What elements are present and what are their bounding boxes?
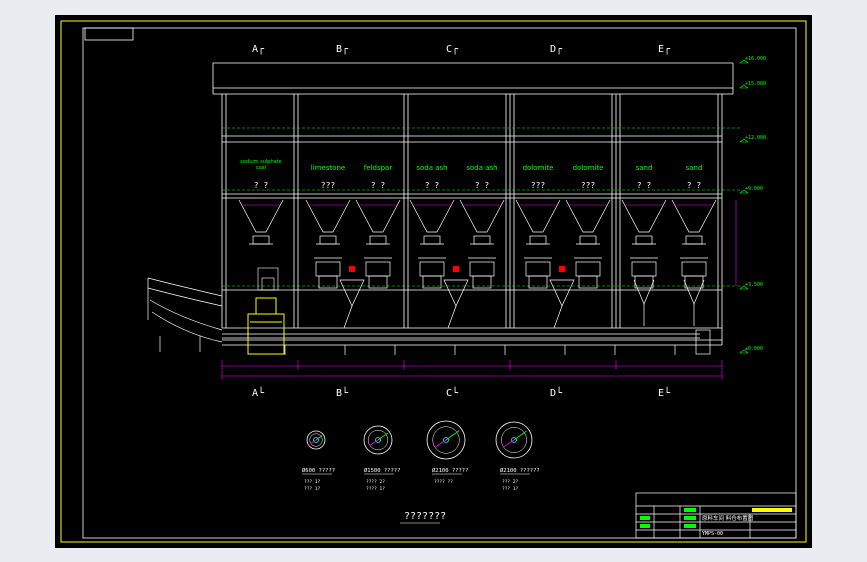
inclined-conveyor	[147, 277, 223, 352]
elevation-3-5: +3.500	[745, 282, 763, 288]
section-d-top: D┌	[550, 44, 563, 55]
section-labels-bottom: A└ B└ C└ D└ E└	[252, 386, 671, 399]
section-e-bottom: E└	[658, 386, 671, 399]
title-block-marks	[640, 508, 792, 528]
bin-label: feldspar	[364, 164, 393, 172]
elevation-0: ±0.000	[745, 346, 763, 352]
hopper	[565, 199, 611, 289]
hopper	[409, 199, 455, 289]
title-block	[635, 492, 797, 539]
detail-line1: ???? ??	[434, 479, 453, 485]
bin-qty: ? ?	[637, 181, 652, 190]
detail-line1: ??? 2?	[502, 479, 519, 485]
bin-qty: ? ?	[425, 181, 440, 190]
drawing-title: ???????	[404, 511, 446, 522]
building-structure	[212, 62, 734, 346]
corner-tag-box	[84, 27, 134, 41]
detail-title: Ø600 ?????	[302, 467, 335, 474]
detail-line2: ???? 1?	[366, 486, 385, 492]
bin-qty: ? ?	[687, 181, 702, 190]
detail-drawings: Ø600 ???????? 1???? 1?Ø1500 ????????? 2?…	[302, 420, 540, 492]
bin-qty: ???	[581, 181, 596, 190]
hopper	[305, 199, 351, 289]
elevation-16: +16.000	[745, 56, 766, 62]
detail-line2: ??? 1?	[502, 486, 519, 492]
bin-label: sand	[686, 164, 703, 172]
elevation-15: +15.000	[745, 81, 766, 87]
inner-border	[82, 27, 797, 539]
bin-label: sodium sulphate	[240, 159, 281, 165]
title-block-row1: 原料车间 料仓布置图	[702, 514, 754, 522]
hopper	[459, 199, 505, 289]
section-a-top: A┌	[252, 44, 265, 55]
bin-label: coal	[256, 165, 266, 171]
bin-label: soda ash	[466, 164, 497, 172]
elevation-lines	[222, 127, 740, 287]
section-c-top: C┌	[446, 44, 459, 55]
section-labels-top: A┌ B┌ C┌ D┌ E┌	[252, 44, 671, 55]
bin-label: soda ash	[416, 164, 447, 172]
bin-qty: ? ?	[475, 181, 490, 190]
bin-label: sand	[636, 164, 653, 172]
weigh-hopper	[339, 266, 365, 329]
detail-title: Ø2100 ?????	[432, 467, 468, 474]
detail-view: Ø2100 ?????? ??? 2???? 1?	[495, 421, 540, 492]
detail-line1: ??? 1?	[304, 479, 321, 485]
hopper	[671, 199, 717, 326]
detail-line1: ???? 2?	[366, 479, 385, 485]
outer-border	[60, 20, 807, 543]
hopper	[515, 199, 561, 289]
weigh-hopper	[549, 266, 575, 329]
hopper	[238, 199, 284, 245]
section-b-bottom: B└	[336, 386, 349, 399]
detail-view: Ø600 ????? ??? 1???? 1?	[302, 430, 335, 492]
hopper-group	[238, 199, 717, 329]
belt-conveyor	[222, 329, 711, 355]
elevation-markers: +16.000 +15.000 +12.000 +9.000 +3.500 ±0…	[745, 56, 766, 352]
weigh-hopper	[443, 266, 469, 329]
bin-qty: ???	[321, 181, 336, 190]
detail-title: Ø1500 ?????	[364, 467, 400, 474]
detail-title: Ø2100 ??????	[500, 467, 540, 474]
detail-view: Ø1500 ????? ???? 2????? 1?	[363, 425, 400, 492]
section-e-top: E┌	[658, 44, 671, 55]
elevation-ticks	[739, 59, 749, 354]
bin-qty: ? ?	[371, 181, 386, 190]
bin-label: dolomite	[573, 164, 604, 172]
elevation-12: +12.000	[745, 135, 766, 141]
bin-qty: ???	[531, 181, 546, 190]
hopper	[355, 199, 401, 289]
feeder-detail	[257, 267, 279, 291]
bin-label: dolomite	[523, 164, 554, 172]
section-d-bottom: D└	[550, 386, 563, 399]
section-a-bottom: A└	[252, 386, 265, 399]
hopper	[621, 199, 667, 326]
dimension-lines	[221, 200, 737, 380]
detail-view: Ø2100 ????? ???? ??	[426, 420, 468, 485]
section-b-top: B┌	[336, 44, 349, 55]
elevation-9: +9.000	[745, 186, 763, 192]
sheet-background	[55, 15, 812, 548]
title-block-row2: YMPS-00	[702, 531, 723, 537]
bin-label: limestone	[311, 164, 345, 172]
detail-line2: ??? 1?	[304, 486, 321, 492]
bin-qty: ? ?	[254, 181, 269, 190]
section-c-bottom: C└	[446, 386, 459, 399]
